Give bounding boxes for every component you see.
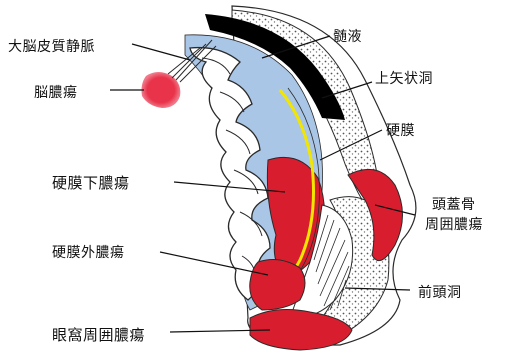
label-cranial-abscess-line2: 周囲膿瘍 (425, 214, 483, 234)
label-epidural-abscess: 硬膜外膿瘍 (52, 242, 125, 262)
brain-abscess-blob (142, 72, 181, 108)
epidural-abscess-shape (250, 260, 305, 310)
label-dura: 硬膜 (386, 120, 415, 140)
label-cranial-abscess-line1: 頭蓋骨 (432, 194, 476, 214)
label-orbital-abscess: 眼窩周囲膿瘍 (52, 324, 145, 345)
label-cerebral-vein: 大脳皮質静脈 (8, 36, 95, 56)
label-subdural-abscess: 硬膜下膿瘍 (52, 172, 130, 193)
label-frontal-sinus: 前頭洞 (418, 282, 462, 302)
label-superior-sagittal-sinus: 上矢状洞 (375, 68, 433, 88)
label-csf: 髄液 (333, 26, 362, 46)
label-brain-abscess: 脳膿瘍 (34, 82, 78, 102)
